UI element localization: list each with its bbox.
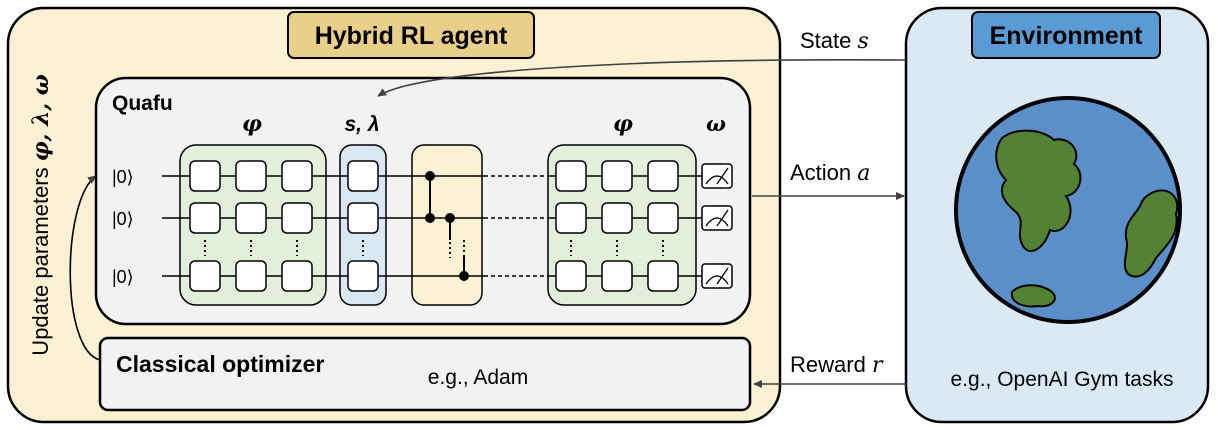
qubit-label-1: |0⟩	[112, 167, 134, 187]
gate	[189, 202, 221, 234]
update-parameters-label: Update parameters φ, λ, ω	[28, 74, 54, 355]
gate	[555, 202, 587, 234]
entangling-ladder	[425, 171, 469, 281]
earth-globe-icon	[954, 96, 1182, 324]
gate	[601, 202, 633, 234]
meter-icon	[701, 263, 733, 289]
gates-phi-right	[555, 160, 679, 292]
gate	[601, 160, 633, 192]
feedback-arrow	[69, 175, 101, 361]
environment-title-box	[971, 11, 1161, 59]
gate	[235, 160, 267, 192]
agent-title-box	[287, 11, 535, 59]
meter-icon	[701, 163, 733, 189]
gate	[235, 260, 267, 292]
gate	[347, 160, 379, 192]
quafu-title: Quafu	[112, 92, 173, 115]
gate	[555, 160, 587, 192]
optimizer-box	[98, 336, 752, 412]
environment-title: Environment	[990, 22, 1143, 50]
gate	[189, 160, 221, 192]
gate	[555, 260, 587, 292]
gate	[281, 160, 313, 192]
param-omega: ω	[706, 111, 726, 136]
param-phi-left: φ	[242, 111, 262, 137]
gate	[601, 260, 633, 292]
state-label: State s	[800, 28, 869, 54]
gate	[647, 260, 679, 292]
gates-phi-left	[189, 160, 313, 292]
gate	[189, 260, 221, 292]
agent-title: Hybrid RL agent	[315, 22, 508, 50]
qubit-label-3: |0⟩	[112, 267, 134, 287]
state-arrow	[377, 58, 907, 97]
gate	[281, 260, 313, 292]
qubit-label-2: |0⟩	[112, 209, 134, 229]
gate	[347, 260, 379, 292]
gate	[281, 202, 313, 234]
action-label: Action a	[790, 160, 870, 186]
gate	[647, 160, 679, 192]
param-phi-right: φ	[613, 111, 633, 137]
measurement-meters	[701, 163, 733, 289]
gates-encoding	[347, 160, 379, 292]
optimizer-example: e.g., Adam	[428, 366, 528, 389]
gate	[347, 202, 379, 234]
gate	[235, 202, 267, 234]
gate	[647, 202, 679, 234]
reward-label: Reward r	[790, 352, 884, 378]
meter-icon	[701, 205, 733, 231]
environment-example: e.g., OpenAI Gym tasks	[951, 368, 1174, 391]
optimizer-title: Classical optimizer	[116, 351, 324, 377]
layer-entangle	[411, 144, 483, 306]
param-s-lambda: s, λ	[344, 113, 379, 136]
